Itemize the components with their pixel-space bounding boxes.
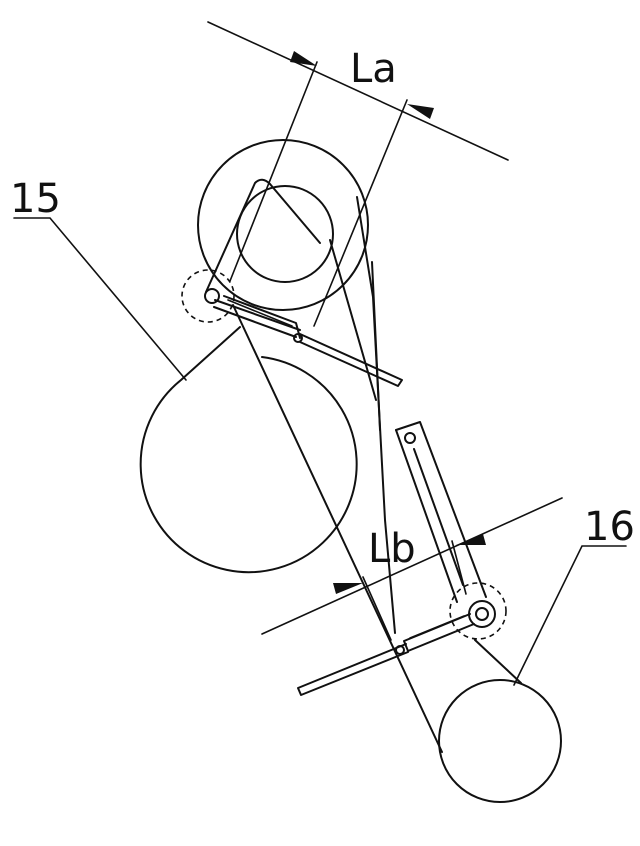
lower-tensioner-rod <box>297 643 409 696</box>
lb-extension-right <box>451 540 467 595</box>
lower-arm-top-hole <box>404 432 416 444</box>
callout-16-leader <box>513 545 627 686</box>
large-pulley <box>139 326 358 574</box>
lower-tensioner <box>297 613 475 696</box>
lower-arm-inner-line <box>413 448 464 586</box>
upper-tensioner-body-top <box>214 299 301 331</box>
upper-swing-arm <box>205 178 321 293</box>
lb-arrow-right <box>456 534 486 545</box>
upper-tensioner-housing <box>223 295 301 339</box>
upper-tensioner-rod <box>299 333 403 387</box>
upper-pivot-dashed-circle <box>181 269 235 323</box>
upper-tensioner-inner <box>227 299 293 327</box>
upper-tensioner-body-bottom <box>213 306 297 338</box>
lb-dimension-line <box>261 497 563 635</box>
callout-16-label: 16 <box>584 504 635 550</box>
la-arrow-left <box>290 51 317 66</box>
upper-outer-wheel <box>197 139 369 311</box>
lower-pivot-pin <box>475 607 489 621</box>
lower-pivot-dashed-circle <box>449 582 507 640</box>
lower-arm-right-edge <box>395 421 487 598</box>
lower-swing-arm <box>395 421 487 603</box>
upper-tensioner-end-pin <box>293 333 303 343</box>
la-arrow-right <box>407 104 434 119</box>
callout-16: 16 <box>513 504 635 686</box>
la-label: La <box>350 46 397 92</box>
belt-right-strand-outer <box>371 261 381 431</box>
callout-15-label: 15 <box>10 176 61 222</box>
lb-arrow-left <box>333 583 363 594</box>
lb-extension-left <box>362 576 392 641</box>
belt-lower-right-strand <box>474 639 522 684</box>
la-extension-right <box>313 99 408 327</box>
belt-left-strand <box>232 304 443 753</box>
upper-wheel-assembly <box>181 139 369 323</box>
la-dimension-line <box>207 21 509 161</box>
upper-pivot-pin <box>204 288 220 304</box>
lb-label: Lb <box>368 526 416 572</box>
lower-tensioner-body <box>403 613 475 652</box>
dimension-lb: Lb <box>261 497 563 641</box>
upper-tensioner <box>213 295 403 387</box>
callout-15: 15 <box>10 176 187 381</box>
lower-tensioner-inner <box>409 615 465 639</box>
belt-mid-strand <box>329 239 377 401</box>
la-extension-left <box>229 61 318 282</box>
lower-pivot-boss <box>468 600 496 628</box>
lower-pulley <box>438 679 562 803</box>
callout-15-leader <box>13 217 187 381</box>
dimension-la: La <box>207 21 509 327</box>
upper-inner-roller <box>236 185 334 283</box>
lower-arm-left-edge <box>395 429 458 603</box>
